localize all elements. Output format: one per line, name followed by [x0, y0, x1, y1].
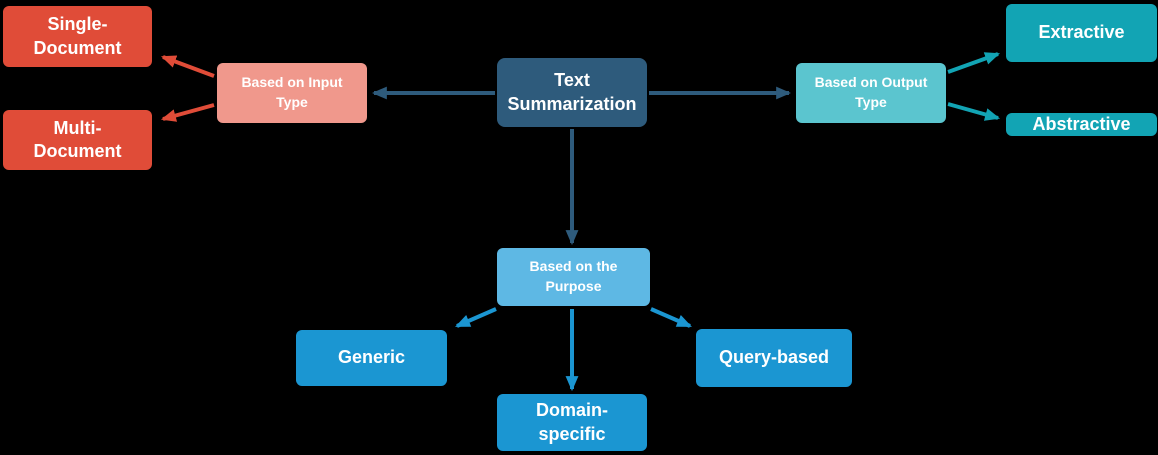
edge-input-multi: [160, 103, 215, 122]
edge-output-extractive: [947, 52, 1001, 74]
edge-purpose-generic: [455, 307, 497, 328]
node-multi-document: Multi- Document: [3, 110, 152, 170]
node-query-based: Query-based: [696, 329, 852, 387]
node-based-on-output-type: Based on Output Type: [796, 63, 946, 123]
node-based-on-the-purpose: Based on the Purpose: [497, 248, 650, 306]
node-based-on-input-type: Based on Input Type: [217, 63, 367, 123]
node-text-summarization: Text Summarization: [497, 58, 647, 127]
edge-output-abstractive: [947, 102, 1001, 121]
edge-input-single: [160, 55, 215, 78]
node-abstractive: Abstractive: [1006, 113, 1157, 137]
node-extractive: Extractive: [1006, 4, 1157, 62]
edge-purpose-query: [650, 307, 692, 328]
node-generic: Generic: [296, 330, 447, 386]
node-domain-specific: Domain- specific: [497, 394, 647, 451]
node-single-document: Single- Document: [3, 6, 152, 67]
